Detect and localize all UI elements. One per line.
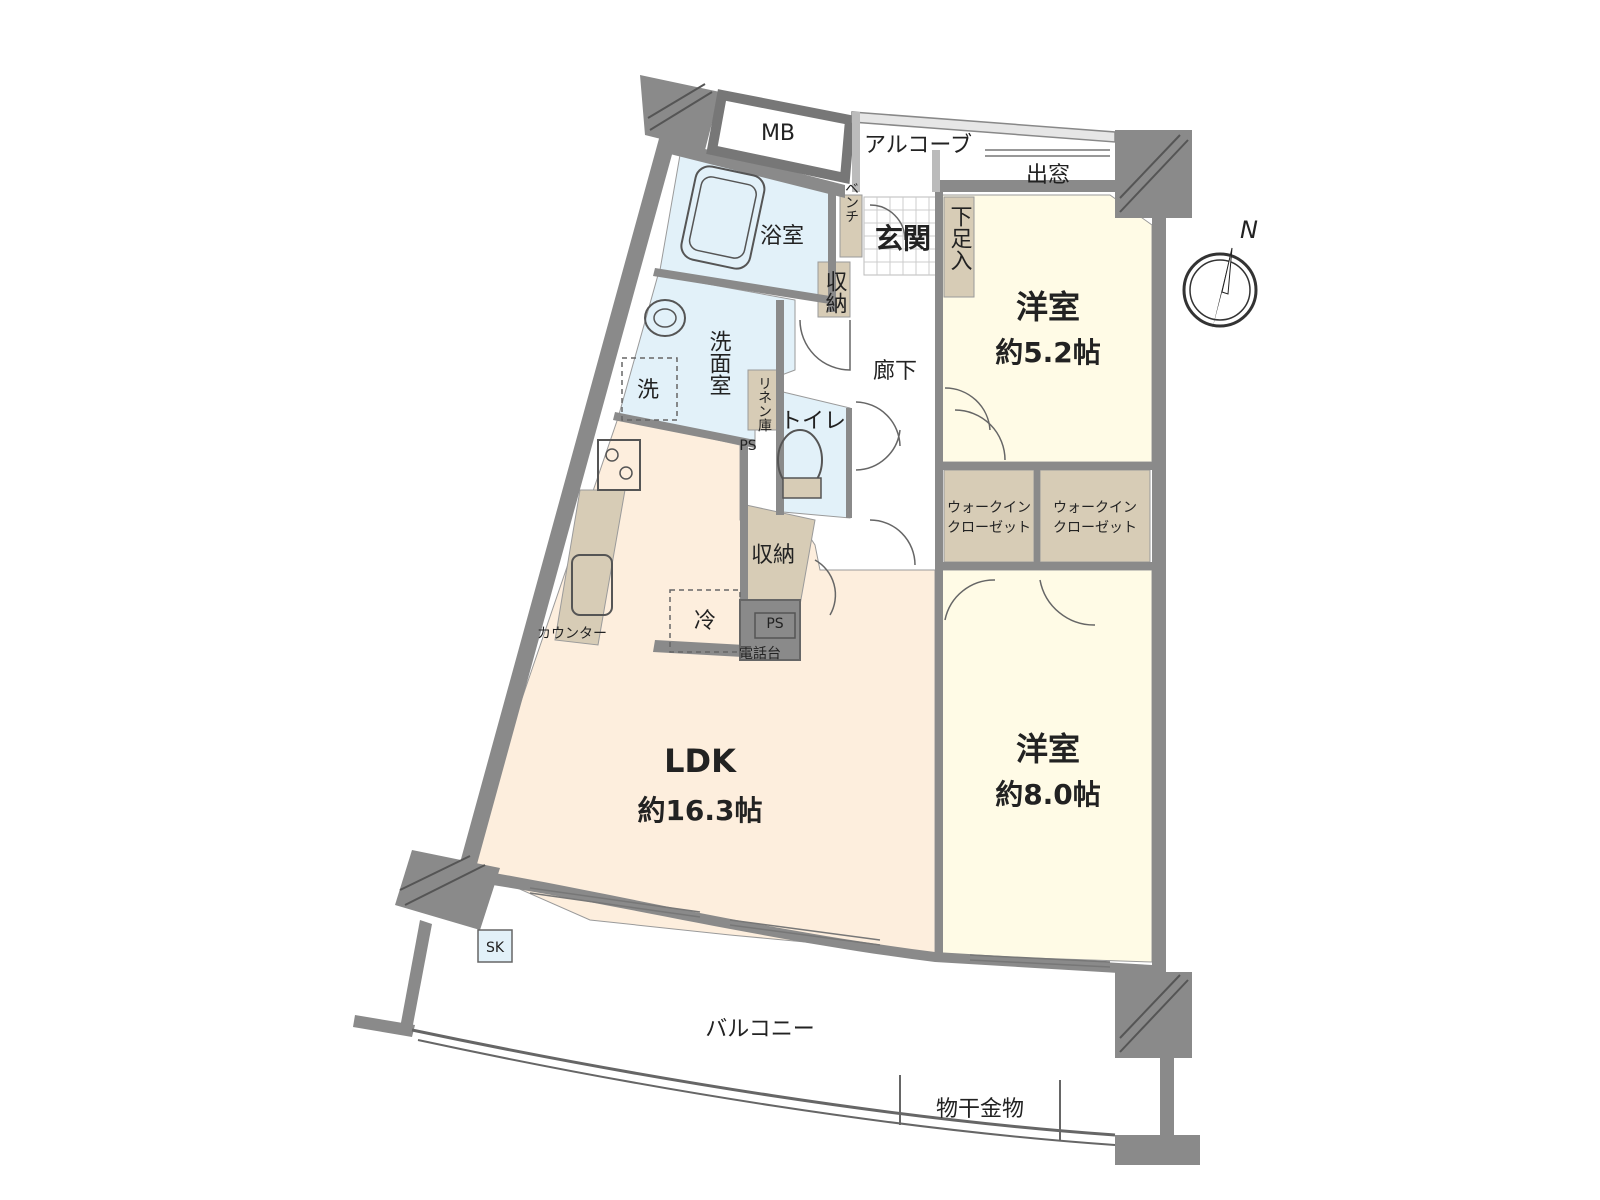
wic-1-label-line1: ウォークイン	[947, 500, 1031, 516]
drying-rack-label: 物干金物	[936, 1097, 1024, 1122]
linen-room	[747, 369, 781, 431]
storage-entry-label: 収納	[822, 270, 848, 314]
bedroom-1-name-label: 洋室	[1016, 288, 1080, 326]
shoe-storage-room	[943, 196, 975, 298]
ps-top-label: PS	[739, 438, 756, 454]
bench-label: ベンチ	[843, 181, 859, 223]
toilet-label: トイレ	[780, 409, 846, 434]
bedroom-1-size-label: 約5.2帖	[995, 336, 1101, 369]
door-swings	[799, 204, 1096, 626]
ps-bottom-label: PS	[766, 616, 783, 632]
ldk-name-label: LDK	[664, 742, 737, 780]
washroom-label: 洗面室	[706, 330, 732, 396]
linen-label: リネン庫	[756, 376, 772, 432]
alcove-label: アルコーブ	[864, 133, 972, 158]
hallway-label: 廊下	[873, 359, 917, 384]
mb-box	[706, 89, 856, 185]
windows	[529, 149, 1111, 968]
bay-window-label: 出窓	[1026, 163, 1070, 188]
entrance-tiles	[863, 196, 943, 276]
ldk-room	[464, 417, 936, 956]
bedroom-2-size-label: 約8.0帖	[995, 778, 1101, 811]
bedroom-2-name-label: 洋室	[1016, 730, 1080, 768]
wic-2-label-line2: クローゼット	[1053, 520, 1137, 536]
compass-north-label: N	[1240, 216, 1258, 244]
mb-label: MB	[761, 121, 795, 146]
fixtures	[571, 165, 823, 653]
entrance-label: 玄関	[875, 222, 931, 255]
fridge-label: 冷	[694, 609, 716, 634]
alcove-frame	[851, 111, 1116, 192]
counter-label: カウンター	[537, 626, 607, 642]
balcony-outline	[353, 920, 1200, 1165]
walls	[458, 135, 1166, 980]
balcony-label: バルコニー	[705, 1017, 815, 1042]
sk-label: SK	[486, 940, 505, 956]
wic-1-room	[943, 469, 1035, 563]
sk-box	[477, 929, 513, 963]
compass: N	[1182, 216, 1258, 330]
ldk-size-label: 約16.3帖	[637, 794, 762, 827]
storage-ldk-label: 収納	[751, 543, 795, 568]
bench-room	[839, 194, 863, 258]
laundry-label: 洗	[637, 378, 659, 403]
wic-2-label-line1: ウォークイン	[1053, 500, 1137, 516]
shoe-storage-label: 下足入	[947, 205, 973, 271]
bath-label: 浴室	[760, 224, 804, 249]
wic-1-label-line2: クローゼット	[947, 520, 1031, 536]
corner-pillars	[395, 75, 1192, 1058]
wic-2-room	[1039, 469, 1151, 563]
phone-stand-label: 電話台	[739, 645, 781, 662]
